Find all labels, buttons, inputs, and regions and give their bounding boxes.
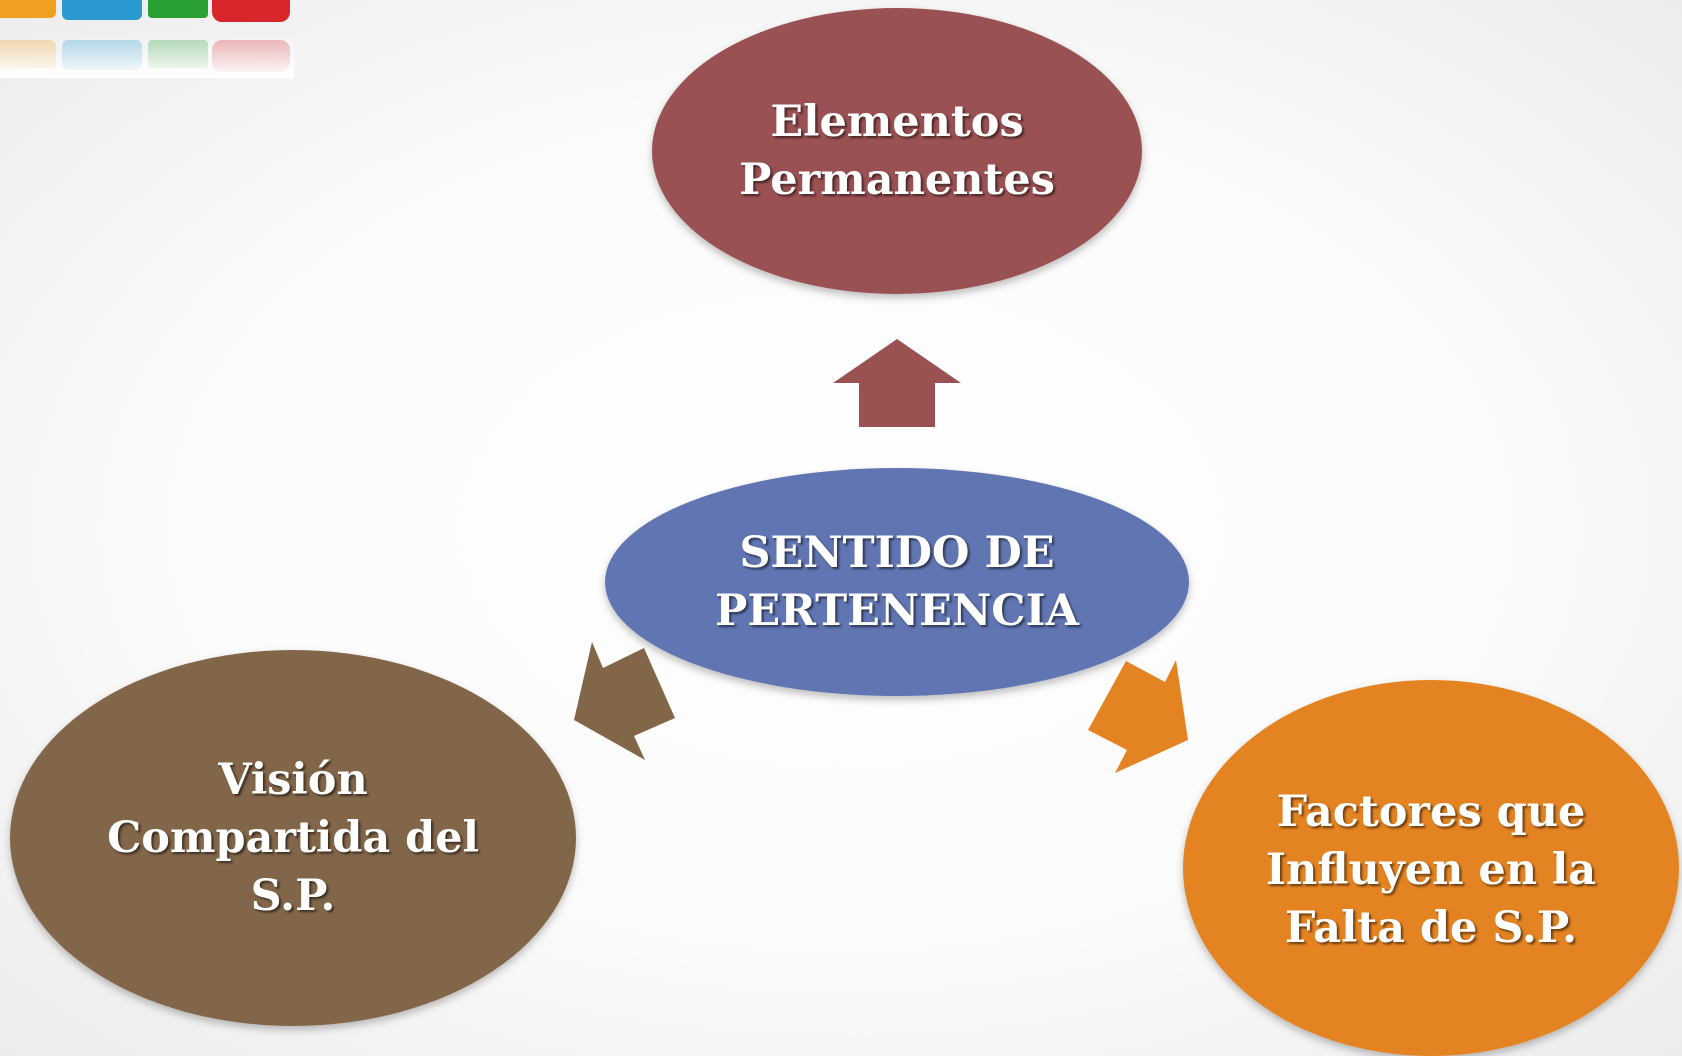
node-left-label: Visión Compartida del S.P. <box>22 718 564 958</box>
node-right-label: Factores que Influyen en la Falta de S.P… <box>1183 750 1679 990</box>
arrow-down-left-icon <box>574 642 675 760</box>
node-center-shape <box>605 468 1189 696</box>
node-top-shape <box>652 8 1142 294</box>
node-right-line-2: Influyen en la <box>1265 845 1597 895</box>
node-center-line-1: SENTIDO DE <box>739 528 1055 578</box>
node-left-shape <box>10 650 576 1026</box>
node-left-line-3: S.P. <box>250 871 336 921</box>
node-top-line-1: Elementos <box>770 97 1024 147</box>
node-left-line-1: Visión <box>218 755 368 805</box>
node-right-line-3: Falta de S.P. <box>1284 903 1578 953</box>
node-top-label: Elementos Permanentes <box>652 60 1142 242</box>
arrow-up-icon <box>833 339 961 427</box>
logo-piece-blue <box>62 0 142 20</box>
node-center-line-2: PERTENENCIA <box>715 586 1079 636</box>
arrow-down-right-icon <box>1088 660 1188 773</box>
node-top-line-2: Permanentes <box>739 155 1055 205</box>
node-center-label: SENTIDO DE PERTENENCIA <box>605 490 1189 674</box>
logo-piece-green <box>148 0 208 18</box>
logo-piece-orange <box>0 0 56 18</box>
node-right-shape <box>1183 680 1679 1056</box>
node-left-line-2: Compartida del <box>107 813 479 863</box>
puzzle-pieces-logo <box>0 0 294 78</box>
logo-piece-red <box>212 0 290 22</box>
node-right-line-1: Factores que <box>1276 787 1586 837</box>
